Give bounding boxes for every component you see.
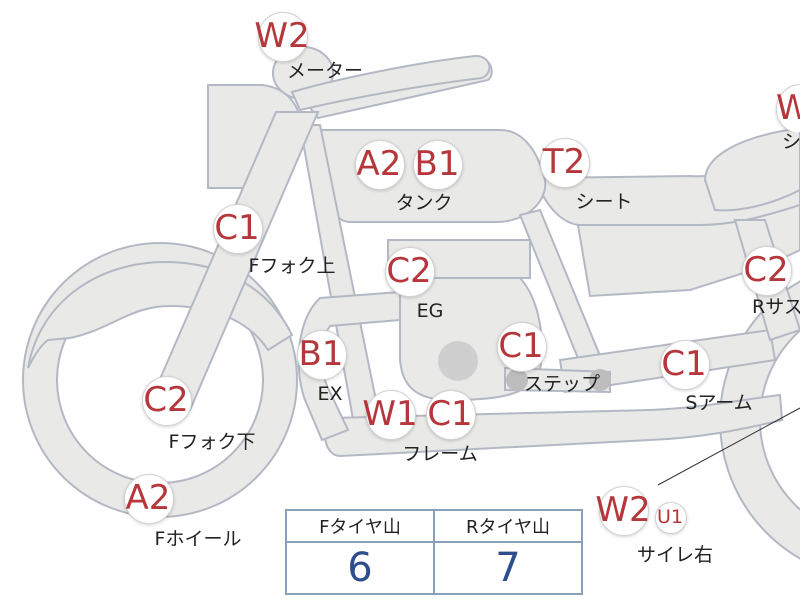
- label-swing-arm: Sアーム: [685, 392, 753, 414]
- grade-b1: B1: [414, 144, 460, 184]
- meter-grade: W2: [254, 12, 310, 62]
- grade-chip: [599, 486, 649, 536]
- grade-chip: [497, 322, 547, 372]
- r-suspension-grade: C2: [737, 246, 795, 296]
- rear-tread-value: 7: [495, 545, 521, 591]
- grade-c1: C1: [661, 344, 707, 384]
- grade-c2: C2: [386, 251, 432, 291]
- label-engine: EG: [416, 300, 444, 322]
- grade-t2: T2: [542, 142, 586, 182]
- grade-chip: [660, 340, 710, 390]
- grade-chip: [385, 247, 435, 297]
- step-peg-right: [589, 369, 611, 391]
- label-tank: タンク: [395, 192, 453, 214]
- tire-tread-table: Fタイヤ山 Rタイヤ山 6 7: [285, 509, 583, 595]
- engine-grade: C2: [381, 247, 437, 297]
- grade-chip: [413, 140, 463, 190]
- grade-c1: C1: [427, 394, 473, 434]
- grade-chip: [742, 246, 792, 296]
- grade-chip: [297, 330, 347, 380]
- grade-u1: U1: [657, 506, 683, 528]
- frame-lower: [323, 393, 784, 458]
- grade-chip: [366, 390, 416, 440]
- label-exhaust: EX: [317, 383, 343, 405]
- label-f-wheel: Fホイール: [154, 528, 242, 550]
- label-f-fork-lower: Fフォク下: [168, 431, 256, 453]
- grade-w1: W1: [362, 394, 418, 434]
- grade-chip: [142, 376, 192, 426]
- label-r-suspension: Rサス: [752, 296, 800, 318]
- grade-a2: A2: [125, 478, 171, 518]
- step-bar: [504, 366, 611, 394]
- front-tread-value: 6: [347, 545, 373, 591]
- grade-c2: C2: [143, 380, 189, 420]
- grade-c2: C2: [743, 250, 789, 290]
- front-tread-header: Fタイヤ山: [287, 511, 433, 543]
- grade-chip: [355, 140, 405, 190]
- label-step: ステップ: [523, 373, 601, 395]
- label-meter: メーター: [286, 60, 364, 82]
- step-grade: C1: [494, 322, 548, 372]
- rear-tread-header: Rタイヤ山: [435, 511, 581, 543]
- grade-b1: B1: [298, 334, 344, 374]
- handlebar: [290, 54, 491, 112]
- muffler-leader-line: [657, 407, 800, 486]
- grade-chip: [213, 204, 263, 254]
- grade-a2: A2: [356, 144, 402, 184]
- grade-chip: [655, 502, 687, 534]
- label-seat: シート: [575, 191, 633, 213]
- frame-grade-w1: W1: [361, 390, 419, 440]
- f-fork-upper-grade: C1: [210, 204, 264, 254]
- swing-arm-grade: C1: [657, 340, 711, 390]
- grade-chip: [426, 390, 476, 440]
- f-fork-lower-grade: C2: [138, 376, 194, 426]
- tank-grade-a2: A2: [352, 140, 406, 190]
- step-peg-left: [506, 369, 528, 391]
- tank-grade-b1: B1: [410, 140, 464, 190]
- label-f-fork-upper: Fフォク上: [248, 255, 336, 277]
- engine-case-cover: [438, 341, 478, 381]
- rear-cowl: [703, 126, 800, 212]
- side-cover-grade: W: [774, 84, 800, 132]
- seat-grade: T2: [536, 138, 592, 188]
- grade-w2: W2: [254, 16, 310, 56]
- label-frame: フレーム: [402, 443, 478, 465]
- grade-w2: W2: [595, 490, 651, 530]
- grade-w: W: [776, 88, 800, 128]
- frame-grade-c1: C1: [423, 390, 477, 440]
- table-column-divider: [433, 511, 435, 593]
- exhaust-grade: B1: [294, 330, 348, 380]
- grade-chip: [124, 474, 174, 524]
- grade-c1: C1: [498, 326, 544, 366]
- muffler-grade-u1: U1: [652, 502, 688, 534]
- label-side-cover: シ: [782, 131, 800, 153]
- f-wheel-grade: A2: [120, 474, 176, 524]
- grade-c1: C1: [214, 208, 260, 248]
- muffler-grade-w2: W2: [592, 486, 654, 536]
- grade-chip: [540, 138, 590, 188]
- grade-chip: [258, 12, 308, 62]
- label-muffler-right: サイレ右: [636, 544, 714, 566]
